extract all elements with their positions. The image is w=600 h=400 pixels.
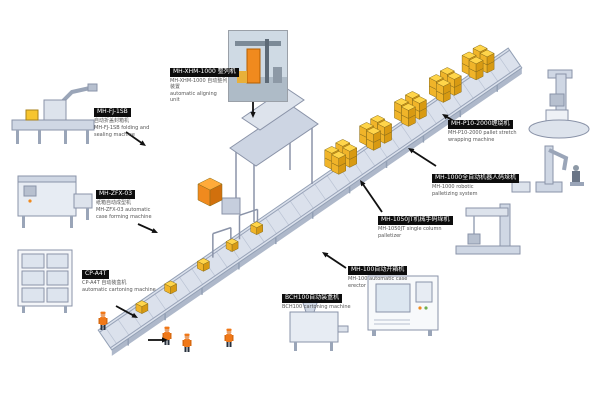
desc-line: erector [348,283,366,289]
central-cabinet [221,197,241,215]
desc-line: sealing machine [94,132,135,138]
desc-line: BCH100 cartoning machine [282,304,351,310]
model-tag: CP-A4T [82,270,110,279]
case-erector-illustration [367,275,439,336]
pallet-boxes [135,44,495,315]
robot-palletizer-illustration [511,145,584,193]
desc-line: palletizing system [432,191,478,197]
photo-content [229,31,287,101]
callout-gantry-label: MH-1050JT机械手码垛机 MH-1050JT single column … [378,206,460,239]
conveyor-side [111,67,522,356]
desc-line: MH-1000 robotic [432,184,474,190]
model-tag: MH-P10-2000缠绕机 [448,120,513,129]
callout-aligner-label: MH-XHM-1000 整列机 MH-XHM-1000 自动整列装置 autom… [170,58,239,103]
labeler-illustration [289,299,349,351]
desc-line: wrapping machine [448,137,495,143]
desc-line: automatic cartoning machine [82,287,156,293]
desc-line: case forming machine [96,214,152,220]
callout-former-label: MH-ZFX-03 纸箱自动成型机 MH-ZFX-03 automatic ca… [96,180,164,220]
callout-robot-label: MH-1000全自动机器人码垛机 MH-1000 robotic palleti… [432,164,520,197]
desc-line: MH-100 automatic case [348,276,408,282]
conveyor-legs [127,84,498,346]
callout-erector-label: MH-100自动开箱机 MH-100 automatic case erecto… [348,256,440,289]
model-tag: MH-FJ-1SB [94,108,131,117]
case-former-illustration [17,175,93,228]
equipment-photo [228,30,288,102]
model-tag: MH-1050JT机械手码垛机 [378,216,453,225]
line-workers [98,311,234,352]
callout-sealer-label: MH-FJ-1SB 自动折盖封箱机 MH-FJ-1SB folding and … [94,98,166,138]
central-orange-machine [197,177,223,207]
callout-labeler-label: BCH100自动装盒机 BCH100 cartoning machine [282,284,358,310]
desc-line: MH-XHM-1000 自动整列装置 [170,78,228,90]
desc-line: automatic aligning unit [170,91,217,103]
model-tag: MH-ZFX-03 [96,190,136,199]
desc-line: MH-FJ-1SB folding and [94,125,150,131]
model-tag: MH-100自动开箱机 [348,266,408,275]
wrapper-illustration [528,69,590,139]
desc-line: CP-A4T 自动装盒机 [82,280,127,286]
model-tag: MH-XHM-1000 整列机 [170,68,239,77]
desc-line: MH-ZFX-03 automatic [96,207,151,213]
case-sealer-illustration [11,83,98,144]
cartoner-illustration [17,249,73,313]
callout-wrapper-label: MH-P10-2000缠绕机 MH-P10-2000 pallet stretc… [448,110,536,143]
desc-line: MH-P10-2000 pallet stretch [448,130,517,136]
desc-line: 纸箱自动成型机 [96,200,132,206]
model-tag: BCH100自动装盒机 [282,294,343,303]
flow-arrows [115,100,463,343]
desc-line: palletizer [378,233,402,239]
desc-line: 自动折盖封箱机 [94,118,130,124]
callout-cartoner-label: CP-A4T CP-A4T 自动装盒机 automatic cartoning … [82,260,160,293]
gantry-palletizer-illustration [455,203,521,255]
model-tag: MH-1000全自动机器人码垛机 [432,174,520,183]
conveyor-belt [97,47,523,351]
desc-line: MH-1050JT single column [378,226,442,232]
line-arch-stations [212,208,259,258]
